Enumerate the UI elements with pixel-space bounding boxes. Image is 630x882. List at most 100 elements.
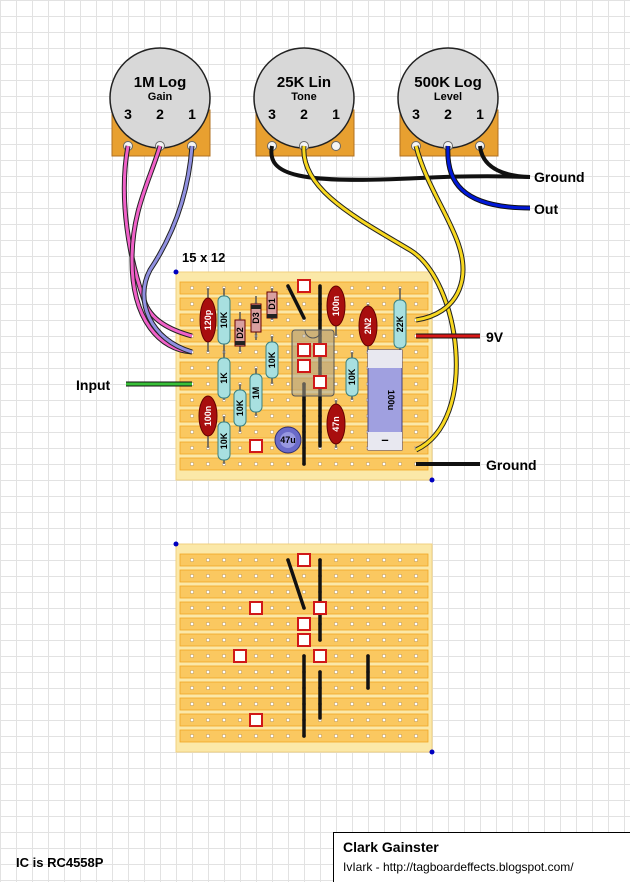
- board-hole: [189, 445, 195, 451]
- pot-tone[interactable]: 25K Lin Tone 3 2 1: [253, 47, 355, 157]
- capacitor-100u[interactable]: 100u –: [367, 349, 403, 451]
- resistor-1m[interactable]: 1M: [249, 368, 263, 416]
- board-hole: [253, 685, 259, 691]
- solder-pad: [249, 439, 263, 453]
- board-hole: [397, 589, 403, 595]
- board-hole: [397, 573, 403, 579]
- board-hole: [269, 429, 275, 435]
- board-hole: [413, 413, 419, 419]
- resistor-10k-d[interactable]: 10K: [345, 352, 359, 400]
- capacitor-100n-b[interactable]: 100n: [198, 395, 218, 448]
- board-hole: [365, 557, 371, 563]
- board-hole: [189, 573, 195, 579]
- board-hole: [189, 589, 195, 595]
- resistor-22k[interactable]: 22K: [393, 288, 407, 352]
- board-hole: [269, 573, 275, 579]
- stripboard-bottom: [175, 543, 433, 753]
- board-corner-marker: [173, 269, 179, 275]
- board-hole: [333, 685, 339, 691]
- board-hole: [333, 573, 339, 579]
- solder-pad: [249, 601, 263, 615]
- board-hole: [189, 733, 195, 739]
- board-hole: [333, 701, 339, 707]
- board-hole: [205, 733, 211, 739]
- board-hole: [237, 685, 243, 691]
- capacitor-100n-a[interactable]: 100n: [326, 285, 346, 336]
- solder-pad: [313, 649, 327, 663]
- board-hole: [333, 669, 339, 675]
- board-hole: [253, 589, 259, 595]
- board-hole: [397, 653, 403, 659]
- pot-tone-name: Tone: [291, 91, 316, 103]
- pot-gain-value: 1M Log: [134, 74, 187, 91]
- board-hole: [397, 717, 403, 723]
- diode-d2-label: D2: [235, 327, 245, 339]
- capacitor-47n[interactable]: 47n: [326, 400, 346, 448]
- capacitor-47u[interactable]: 47u: [274, 426, 302, 454]
- board-hole: [349, 333, 355, 339]
- pot-level-pin-2: 2: [444, 106, 452, 122]
- board-hole: [237, 717, 243, 723]
- board-hole: [237, 589, 243, 595]
- board-hole: [253, 573, 259, 579]
- resistor-10k-e-label: 10K: [219, 432, 229, 449]
- board-hole: [301, 589, 307, 595]
- board-hole: [349, 413, 355, 419]
- board-hole: [381, 461, 387, 467]
- board-hole: [205, 701, 211, 707]
- board-hole: [285, 621, 291, 627]
- board-hole: [285, 605, 291, 611]
- solder-pad: [313, 343, 327, 357]
- board-hole: [237, 285, 243, 291]
- board-hole: [189, 557, 195, 563]
- board-hole: [285, 685, 291, 691]
- board-corner-marker: [429, 477, 435, 483]
- board-hole: [285, 317, 291, 323]
- board-hole: [349, 573, 355, 579]
- board-hole: [397, 621, 403, 627]
- board-hole: [253, 285, 259, 291]
- resistor-10k-c-label: 10K: [235, 399, 245, 416]
- diode-d1[interactable]: D1: [266, 288, 278, 320]
- board-hole: [333, 653, 339, 659]
- board-hole: [189, 637, 195, 643]
- pot-level-value: 500K Log: [414, 74, 482, 91]
- board-hole: [381, 653, 387, 659]
- label-input: Input: [76, 377, 111, 393]
- board-hole: [349, 301, 355, 307]
- board-hole: [349, 669, 355, 675]
- board-hole: [237, 557, 243, 563]
- label-ground-top: Ground: [534, 169, 585, 185]
- board-hole: [269, 445, 275, 451]
- diode-d2[interactable]: D2: [234, 312, 246, 352]
- board-hole: [237, 573, 243, 579]
- pot-gain[interactable]: 1M Log Gain 3 2 1: [109, 47, 211, 157]
- resistor-10k-a[interactable]: 10K: [217, 288, 231, 352]
- board-hole: [333, 461, 339, 467]
- board-hole: [285, 701, 291, 707]
- board-hole: [189, 365, 195, 371]
- resistor-10k-e[interactable]: 10K: [217, 416, 231, 464]
- board-hole: [285, 381, 291, 387]
- capacitor-120p[interactable]: 120p: [199, 288, 217, 352]
- board-hole: [381, 333, 387, 339]
- resistor-1k[interactable]: 1K: [217, 352, 231, 400]
- resistor-10k-c[interactable]: 10K: [233, 384, 247, 432]
- board-hole: [333, 621, 339, 627]
- board-hole: [397, 733, 403, 739]
- capacitor-47u-label: 47u: [280, 435, 296, 445]
- capacitor-2n2[interactable]: 2N2: [358, 304, 378, 352]
- diode-d3[interactable]: D3: [250, 296, 262, 340]
- board-hole: [413, 285, 419, 291]
- credit-box: Clark Gainster IvIark - http://tagboarde…: [333, 832, 630, 882]
- resistor-10k-b[interactable]: 10K: [265, 336, 279, 384]
- pot-level[interactable]: 500K Log Level 3 2 1: [397, 47, 499, 157]
- board-hole: [381, 573, 387, 579]
- wire-ground-chain: [269, 145, 531, 182]
- pot-gain-pin-3: 3: [124, 106, 132, 122]
- board-hole: [221, 701, 227, 707]
- board-hole: [381, 637, 387, 643]
- board-hole: [237, 365, 243, 371]
- board-hole: [285, 733, 291, 739]
- board-hole: [221, 557, 227, 563]
